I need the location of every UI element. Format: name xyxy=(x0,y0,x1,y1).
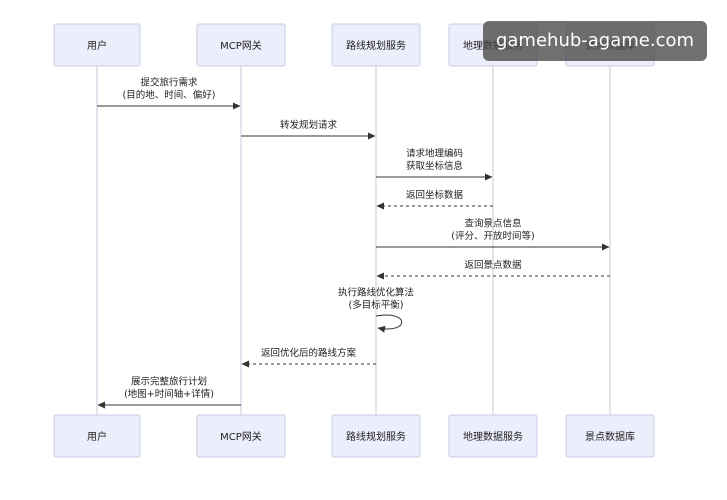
participant-label: 路线规划服务 xyxy=(346,39,406,52)
message-label: 返回坐标数据 xyxy=(406,189,464,201)
message-label: 获取坐标信息 xyxy=(406,160,463,172)
participant-box-top: MCP网关 xyxy=(196,23,286,67)
participant-box-bottom: 地理数据服务 xyxy=(448,414,538,458)
message-label: (目的地、时间、偏好) xyxy=(123,89,216,101)
message: 提交旅行需求(目的地、时间、偏好) xyxy=(97,77,241,110)
participant-box-bottom: 路线规划服务 xyxy=(331,414,421,458)
message-label: (地图+时间轴+详情) xyxy=(124,388,214,400)
participant-label: 路线规划服务 xyxy=(346,430,406,443)
participant-label: 用户 xyxy=(87,39,107,52)
participant-box-top: 路线规划服务 xyxy=(331,23,421,67)
participant-label: MCP网关 xyxy=(220,39,262,52)
message-label: (评分、开放时间等) xyxy=(451,230,534,242)
participant-label: MCP网关 xyxy=(220,430,262,443)
message: 转发规划请求 xyxy=(241,119,376,140)
participant-box-bottom: MCP网关 xyxy=(196,414,286,458)
message: 执行路线优化算法(多目标平衡) xyxy=(338,287,414,333)
message-label: 展示完整旅行计划 xyxy=(131,376,207,388)
message: 返回景点数据 xyxy=(376,259,610,280)
message-label: 请求地理编码 xyxy=(406,148,463,160)
participant-box-bottom: 用户 xyxy=(53,414,141,458)
participant-label: 用户 xyxy=(87,430,107,443)
message-label: 转发规划请求 xyxy=(280,119,338,131)
message: 返回坐标数据 xyxy=(376,189,493,210)
participant-box-top: 用户 xyxy=(53,23,141,67)
message-label: 查询景点信息 xyxy=(464,218,521,230)
message: 返回优化后的路线方案 xyxy=(241,347,376,368)
self-message-arrow xyxy=(375,314,403,333)
participant-label: 景点数据库 xyxy=(585,430,635,443)
message: 查询景点信息(评分、开放时间等) xyxy=(376,218,610,251)
participant-box-bottom: 景点数据库 xyxy=(565,414,655,458)
message-label: 返回优化后的路线方案 xyxy=(261,347,357,359)
participant-label: 地理数据服务 xyxy=(463,430,523,443)
message-label: (多目标平衡) xyxy=(349,299,404,311)
message-label: 返回景点数据 xyxy=(464,259,522,271)
message: 展示完整旅行计划(地图+时间轴+详情) xyxy=(97,376,241,409)
watermark-label: gamehub-agame.com xyxy=(483,21,707,61)
message-label: 提交旅行需求 xyxy=(140,77,198,89)
message-label: 执行路线优化算法 xyxy=(338,287,414,299)
